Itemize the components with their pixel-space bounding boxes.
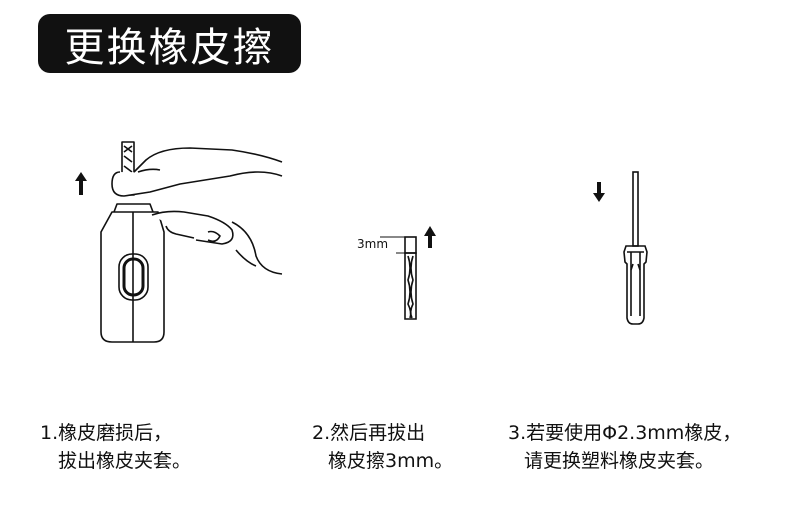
eraser-sleeve-icon [380, 236, 417, 320]
eraser-lead-icon [632, 171, 639, 247]
step-1-caption: 1.橡皮磨损后， 拔出橡皮夹套。 [40, 419, 191, 475]
step-3-line-2: 请更换塑料橡皮夹套。 [524, 450, 715, 472]
arrow-up-icon [424, 226, 436, 248]
plastic-clip-icon [623, 245, 648, 325]
step-2-line-2: 橡皮擦3mm。 [328, 450, 454, 472]
step-3-line-1: 3.若要使用Φ2.3mm橡皮， [508, 422, 742, 444]
step-2-line-1: 2.然后再拔出 [312, 422, 426, 444]
arrow-down-icon [593, 182, 605, 202]
dimension-label: 3mm [357, 237, 389, 251]
pen-with-hand-icon [100, 141, 283, 343]
step-1-line-1: 1.橡皮磨损后， [40, 422, 173, 444]
step-3-caption: 3.若要使用Φ2.3mm橡皮， 请更换塑料橡皮夹套。 [508, 419, 741, 475]
step-2-caption: 2.然后再拔出 橡皮擦3mm。 [312, 419, 453, 475]
arrow-up-icon [75, 172, 87, 195]
step-1-line-2: 拔出橡皮夹套。 [58, 450, 192, 472]
page-title: 更换橡皮擦 [38, 14, 301, 73]
